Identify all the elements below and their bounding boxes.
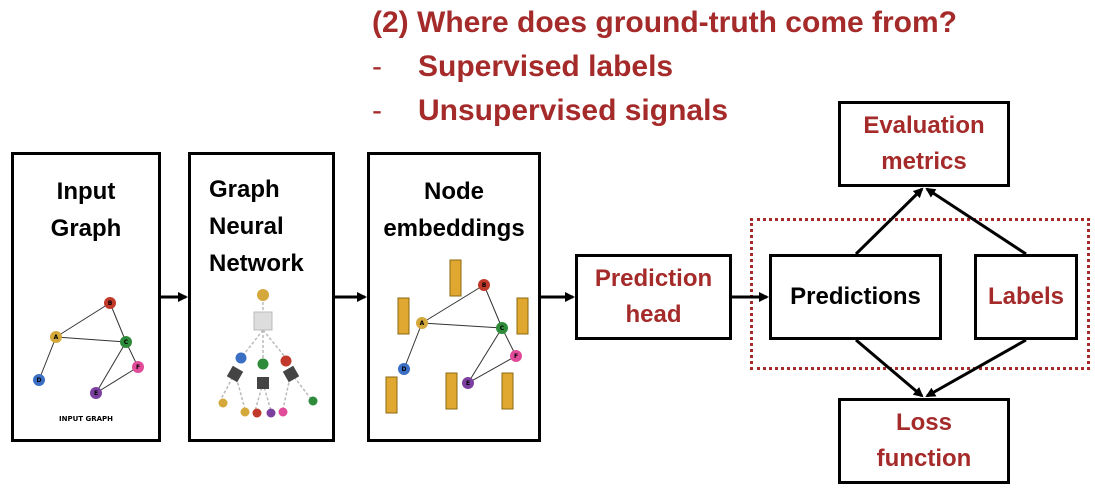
graph-node-e: [90, 387, 102, 399]
arrow-labels-to-loss: [925, 338, 1027, 398]
embedding-bar: [445, 372, 458, 410]
title-line: Graph: [209, 176, 280, 203]
bullet-text: Supervised labels: [418, 50, 674, 83]
svg-text:F: F: [514, 353, 518, 360]
svg-text:A: A: [420, 320, 425, 327]
embedding-bar: [385, 376, 398, 414]
gnn-leaf: [308, 396, 318, 406]
bullet-supervised: - Supervised labels: [372, 50, 673, 84]
title-line: Network: [209, 250, 304, 277]
evaluation-metrics-box: Evaluation metrics: [838, 101, 1010, 187]
prediction-head-box: Prediction head: [575, 254, 732, 340]
gnn-leaf: [240, 407, 250, 417]
label-line: head: [625, 301, 682, 328]
title-line: Node: [424, 178, 484, 205]
bullet-dash: -: [372, 50, 382, 83]
node-embeddings-title: Node embeddings: [370, 173, 538, 247]
gnn-root-node: [257, 289, 269, 301]
input-graph-title: Input Graph: [14, 173, 158, 247]
svg-text:F: F: [136, 364, 140, 371]
heading-title: (2) Where does ground-truth come from?: [372, 6, 957, 39]
input-graph-box: Input Graph A B C D E F INPUT GRAPH: [11, 152, 161, 442]
embedding-bar: [449, 259, 462, 297]
gnn-aggregator: [257, 377, 269, 389]
evaluation-metrics-label: Evaluation metrics: [863, 108, 984, 180]
bullet-dash: -: [372, 94, 382, 127]
input-graph-illustration: A B C D E F INPUT GRAPH: [33, 297, 144, 423]
predictions-box: Predictions: [769, 254, 942, 340]
gnn-aggregator: [282, 365, 300, 383]
svg-text:B: B: [482, 282, 487, 289]
svg-text:C: C: [500, 325, 505, 332]
label-line: metrics: [881, 148, 967, 175]
svg-text:D: D: [37, 377, 42, 384]
ground-truth-group: [750, 218, 1090, 370]
predictions-label: Predictions: [790, 283, 921, 310]
graph-node-c: [120, 336, 132, 348]
graph-node-f: [132, 361, 144, 373]
label-line: Prediction: [594, 265, 713, 292]
arrow-predictions-to-loss: [855, 338, 924, 398]
gnn-node: [280, 355, 292, 367]
graph-node-d: [33, 374, 45, 386]
gnn-aggregator: [226, 365, 244, 383]
embedding-bar: [501, 372, 514, 410]
bullet-unsupervised: - Unsupervised signals: [372, 94, 728, 128]
gnn-leaf: [278, 407, 288, 417]
gnn-illustration: [218, 289, 318, 418]
bullet-text: Unsupervised signals: [418, 94, 729, 127]
label-line: Loss: [895, 409, 952, 436]
title-line: Graph: [50, 215, 122, 242]
embedding-bar: [397, 297, 410, 335]
loss-function-box: Loss function: [838, 398, 1010, 484]
arrow-labels-to-eval: [925, 187, 1027, 256]
gnn-box: Graph Neural Network: [188, 152, 335, 442]
label-line: Evaluation: [863, 112, 985, 139]
svg-text:B: B: [108, 300, 113, 307]
node-embeddings-box: Node embeddings A B C D E F: [367, 152, 541, 442]
input-graph-caption: INPUT GRAPH: [59, 415, 113, 423]
embedding-bar: [516, 297, 529, 335]
arrow-predictions-to-eval: [854, 187, 924, 256]
loss-function-label: Loss function: [877, 405, 972, 477]
graph-node-a: [50, 331, 62, 343]
gnn-node: [235, 352, 247, 364]
graph-node-b: [104, 297, 116, 309]
svg-text:E: E: [466, 380, 470, 387]
svg-text:E: E: [94, 390, 98, 397]
title-line: Neural: [209, 213, 284, 240]
label-line: function: [876, 445, 972, 472]
svg-text:A: A: [54, 334, 59, 341]
labels-box: Labels: [974, 254, 1078, 340]
labels-label: Labels: [987, 283, 1065, 310]
gnn-leaf: [252, 408, 262, 418]
title-line: Input: [56, 178, 116, 205]
svg-text:D: D: [402, 366, 407, 373]
gnn-node: [257, 358, 269, 370]
gnn-leaf: [218, 398, 228, 408]
svg-text:C: C: [124, 339, 129, 346]
gnn-aggregator: [253, 311, 273, 331]
node-embeddings-illustration: A B C D E F: [385, 259, 529, 414]
gnn-leaf: [266, 408, 276, 418]
title-line: embeddings: [383, 215, 525, 242]
gnn-title: Graph Neural Network: [209, 171, 304, 282]
prediction-head-label: Prediction head: [595, 261, 712, 333]
